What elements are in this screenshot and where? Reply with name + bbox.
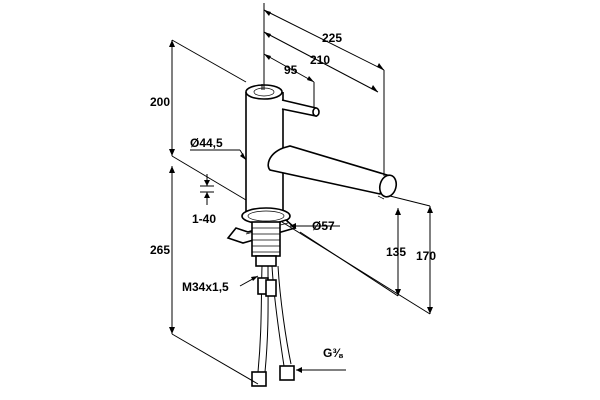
worktop-thickness-label: 1-40 [192, 212, 216, 226]
spout-reach-label: 210 [310, 53, 330, 67]
body-diameter-label: Ø44,5 [190, 136, 223, 150]
supply-hoses [251, 265, 295, 387]
overall-reach-label: 225 [322, 31, 342, 45]
spout-outlet-height-label: 135 [386, 245, 406, 259]
total-height-label: 200 [150, 95, 170, 109]
spout-top-height-label: 170 [416, 249, 436, 263]
faucet-body [245, 84, 284, 214]
dimension-lines [171, 3, 431, 385]
below-worktop-label: 265 [150, 243, 170, 257]
spout [267, 145, 398, 200]
lever-reach-label: 95 [284, 63, 298, 77]
thread-size-label: M34x1,5 [182, 280, 229, 294]
lever-handle [281, 99, 320, 117]
dimension-arrows [169, 10, 433, 373]
hose-connection-label: G⅜ [323, 346, 343, 360]
threaded-shank [251, 221, 281, 267]
base-diameter-label: Ø57 [312, 219, 335, 233]
